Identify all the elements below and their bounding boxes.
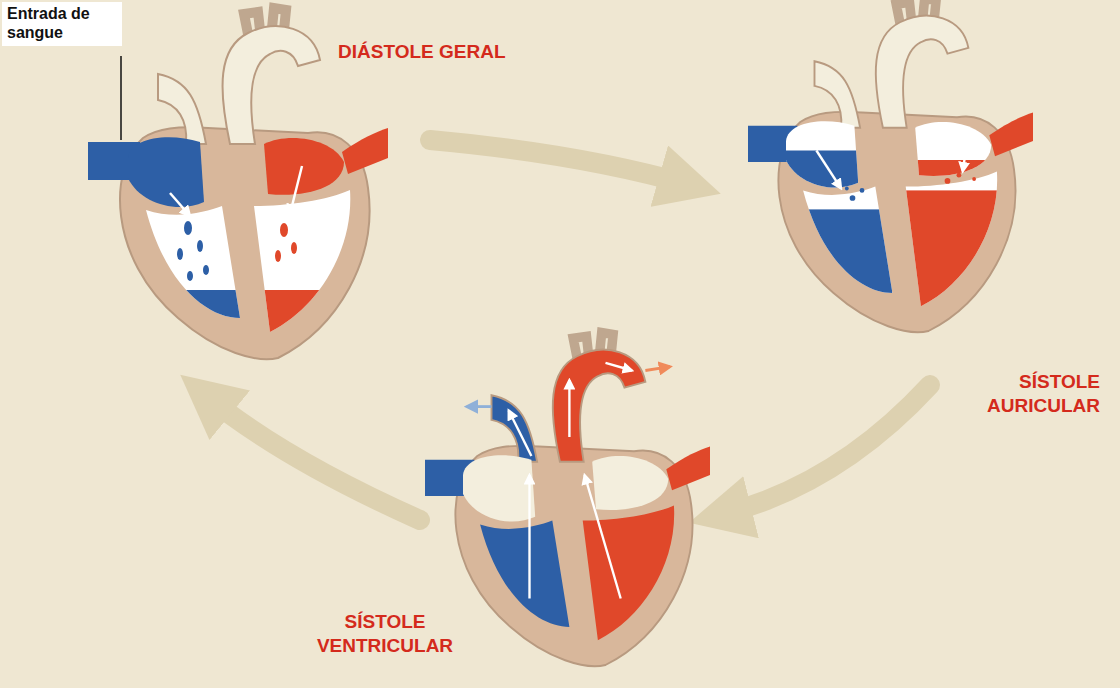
heart-atrial-systole (748, 0, 1033, 332)
inlet-label: Entrada de sangue (2, 2, 122, 46)
heart-ventricular-systole (425, 333, 710, 667)
stage-title: SÍSTOLE VENTRICULAR (290, 610, 480, 658)
stage-title: DIÁSTOLE GERAL (338, 40, 506, 64)
stage-title: SÍSTOLE AURICULAR (930, 370, 1100, 418)
leader-line (120, 56, 122, 140)
